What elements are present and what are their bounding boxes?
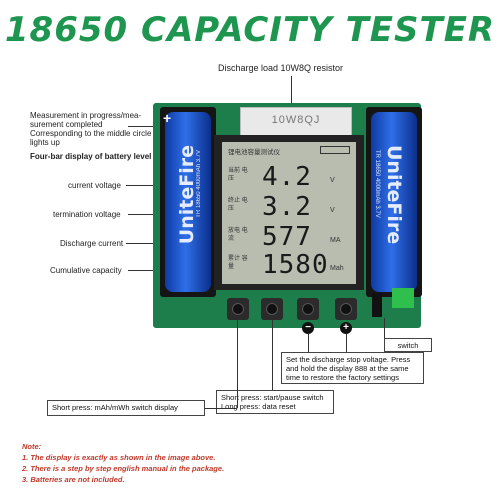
lcd-row: 累计 容量 1580 Mah [228, 250, 344, 280]
lcd-row: 当前 电压 4.2 V [228, 162, 335, 192]
switch-box: switch [384, 338, 432, 352]
battery-spec-left: TR 18650 4000mAh 3.7V [196, 150, 202, 218]
termination-voltage-label: termination voltage [53, 210, 121, 219]
resistor-caption: Discharge load 10W8Q resistor [218, 63, 344, 73]
load-resistor: 10W8QJ [240, 107, 352, 137]
mah-switch-box: Short press: mAh/mWh switch display [47, 400, 205, 416]
battery-level-icon [320, 146, 350, 154]
notes: Note: 1. The display is exactly as shown… [22, 442, 225, 484]
four-bar-label: Four-bar display of battery level [30, 152, 152, 161]
lcd-header: 锂电池容量测试仪 [228, 149, 280, 156]
mah-switch-button[interactable] [227, 298, 249, 320]
terminal-block [392, 288, 414, 308]
minus-button[interactable] [297, 298, 319, 320]
discharge-current-label: Discharge current [60, 239, 124, 248]
lcd-display: 锂电池容量测试仪 当前 电压 4.2 V 终止 电压 3.2 V 放电 电流 5… [222, 142, 356, 284]
stop-voltage-box: Set the discharge stop voltage. Press an… [281, 352, 424, 384]
lcd-row: 终止 电压 3.2 V [228, 192, 335, 222]
plus-icon: + [163, 110, 172, 126]
page-title: 18650 CAPACITY TESTER [4, 10, 496, 50]
measurement-label: Measurement in progress/mea- surement co… [30, 111, 152, 147]
plus-icon: + [340, 322, 352, 334]
lcd-row: 放电 电流 577 MA [228, 222, 341, 252]
cumulative-capacity-label: Cumulative capacity [50, 266, 122, 275]
start-pause-button[interactable] [261, 298, 283, 320]
power-switch[interactable] [372, 293, 382, 317]
minus-icon: − [302, 322, 314, 334]
right-battery [371, 112, 417, 292]
battery-brand-right: UniteFire [383, 145, 405, 245]
current-voltage-label: current voltage [68, 181, 121, 190]
start-pause-box: Short press: start/pause switch Long pre… [216, 390, 334, 414]
left-battery [165, 112, 211, 292]
plus-button[interactable] [335, 298, 357, 320]
battery-spec-right: TR 18650 4000mAh 3.7V [374, 150, 380, 218]
battery-brand-left: UniteFire [176, 145, 198, 245]
